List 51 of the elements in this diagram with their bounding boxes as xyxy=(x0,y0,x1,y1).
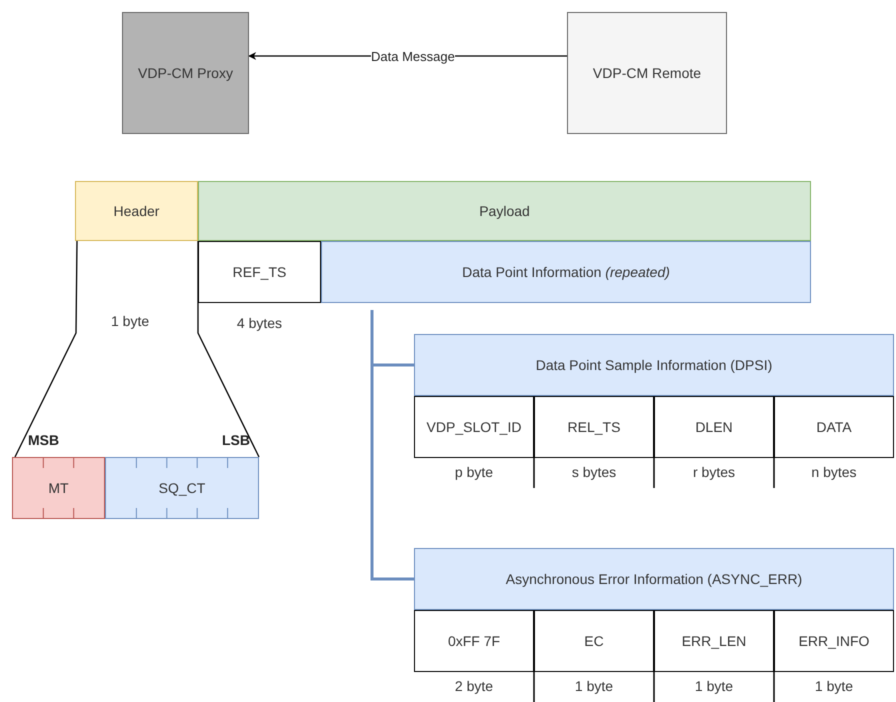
size-label: 1 byte xyxy=(574,678,614,694)
field-label: ERR_INFO xyxy=(798,633,870,649)
remote-box xyxy=(567,12,727,134)
size-label: s bytes xyxy=(570,464,618,480)
size-label: 1 byte xyxy=(814,678,854,694)
field-label: Payload xyxy=(479,203,530,219)
field-label: REL_TS xyxy=(568,419,620,435)
field-cell xyxy=(414,610,534,672)
field-label: Data Point Information (repeated) xyxy=(462,264,670,280)
header-field xyxy=(75,181,198,241)
field-cell xyxy=(774,396,894,458)
proxy-box xyxy=(122,12,249,134)
size-label: 1 byte xyxy=(111,313,150,329)
field-cell xyxy=(534,396,654,458)
field-label: Asynchronous Error Information (ASYNC_ERR) xyxy=(506,571,802,587)
field-cell xyxy=(414,396,534,458)
zoom-line xyxy=(14,241,78,458)
field-label: MT xyxy=(48,480,69,496)
field-cell xyxy=(12,457,105,519)
field-label: VDP_SLOT_ID xyxy=(426,419,522,435)
field-label: ERR_LEN xyxy=(682,633,746,649)
field-cell xyxy=(654,610,774,672)
field-label: Header xyxy=(114,203,160,219)
size-label: n bytes xyxy=(810,464,858,480)
field-label: DLEN xyxy=(695,419,733,435)
tree-connector xyxy=(370,310,414,580)
field-label: Data Point Sample Information (DPSI) xyxy=(536,357,772,373)
size-label: p byte xyxy=(454,464,494,480)
field-cell xyxy=(654,396,774,458)
field-cell xyxy=(774,610,894,672)
field-label: VDP-CM Proxy xyxy=(138,65,233,81)
field-label: VDP-CM Remote xyxy=(592,65,702,81)
field-label: SQ_CT xyxy=(158,480,206,496)
zoom-line xyxy=(197,241,260,458)
field-box xyxy=(321,241,811,303)
size-label: 1 byte xyxy=(694,678,734,694)
field-label: 0xFF 7F xyxy=(448,633,500,649)
field-label: EC xyxy=(584,633,604,649)
field-box xyxy=(105,457,259,519)
field-box xyxy=(414,548,894,610)
bit-order-label: LSB xyxy=(222,432,250,448)
size-label: 2 byte xyxy=(454,678,494,694)
field-box xyxy=(414,334,894,396)
field-label: DATA xyxy=(816,419,852,435)
field-cell xyxy=(534,610,654,672)
field-label: REF_TS xyxy=(232,264,286,280)
size-label: 4 bytes xyxy=(236,315,284,331)
size-label: r bytes xyxy=(692,464,736,480)
bit-order-label: MSB xyxy=(28,432,60,448)
field-cell xyxy=(198,241,321,303)
payload-field xyxy=(198,181,811,241)
